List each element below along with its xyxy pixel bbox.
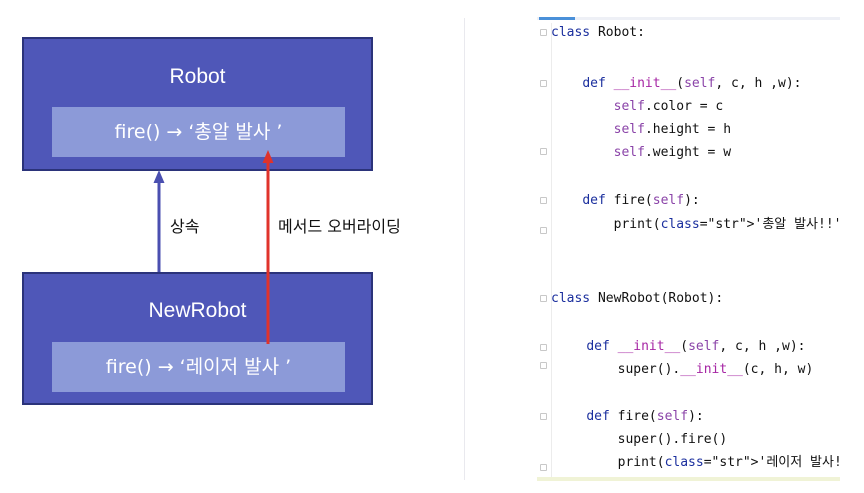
newrobot-class-box: NewRobot fire() → ‘레이저 발사 ’ [22, 272, 373, 405]
code-line: self.color = c [613, 99, 724, 114]
fold-icon[interactable] [540, 197, 547, 204]
code-line: print(class="str">'레이저 발사!!') [555, 455, 840, 470]
robot-class-box: Robot fire() → ‘총알 발사 ’ [22, 37, 373, 171]
code-line: def fire(self): [582, 193, 700, 208]
panel-divider [464, 18, 465, 480]
fold-icon[interactable] [540, 413, 547, 420]
fold-icon[interactable] [540, 148, 547, 155]
inheritance-label: 상속 [170, 217, 200, 236]
override-label: 메서드 오버라이딩 [278, 217, 401, 236]
fold-icon[interactable] [540, 362, 547, 369]
editor-top-bar [537, 17, 840, 20]
code-line: self.height = h [613, 122, 732, 137]
code-editor: class Robot: def __init__(self, c, h ,w)… [537, 17, 840, 481]
code-line: def __init__(self, c, h ,w): [582, 76, 802, 91]
fold-icon[interactable] [540, 295, 547, 302]
newrobot-class-name: NewRobot [148, 299, 247, 322]
code-line: def fire(self): [586, 409, 704, 424]
fold-icon[interactable] [540, 464, 547, 471]
newrobot-fire-method: fire() → ‘레이저 발사 ’ [52, 342, 345, 392]
editor-tab-accent [539, 17, 575, 20]
fold-icon[interactable] [540, 344, 547, 351]
robot-fire-method: fire() → ‘총알 발사 ’ [52, 107, 345, 157]
robot-class-name: Robot [169, 65, 226, 88]
editor-current-line [537, 477, 840, 481]
fold-icon[interactable] [540, 227, 547, 234]
code-line: super().__init__(c, h, w) [555, 362, 814, 377]
fold-icon[interactable] [540, 29, 547, 36]
inheritance-arrow-head [153, 170, 165, 183]
code-line: def __init__(self, c, h ,w): [586, 339, 806, 354]
code-line: class NewRobot(Robot): [551, 291, 724, 306]
editor-gutter [551, 23, 552, 479]
code-line: self.weight = w [613, 145, 732, 160]
fold-icon[interactable] [540, 80, 547, 87]
code-line: print(class="str">'총알 발사!!') [551, 217, 840, 232]
code-line: super().fire() [555, 432, 728, 447]
code-line: class Robot: [551, 25, 645, 40]
